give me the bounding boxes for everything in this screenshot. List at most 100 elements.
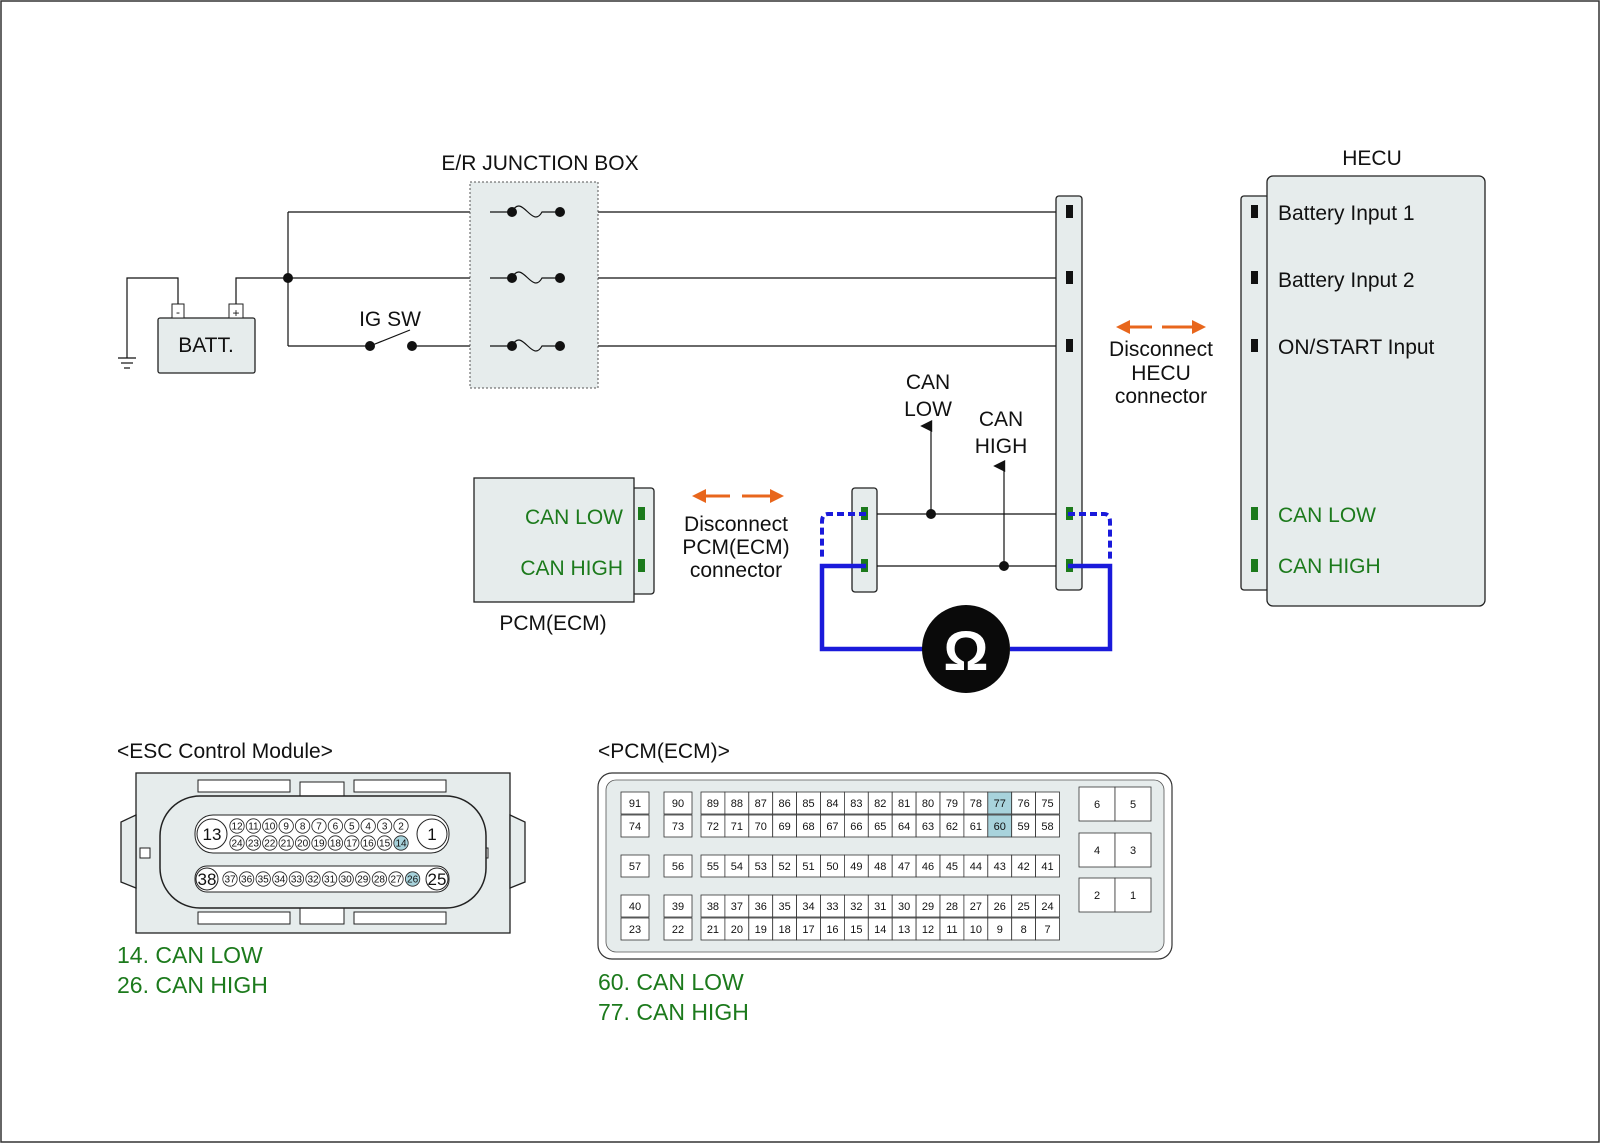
esc-title: <ESC Control Module> [117, 740, 333, 763]
pcm-pin-label-45: 45 [946, 861, 958, 873]
pcm-pin-label-6: 6 [1094, 799, 1100, 811]
pcm-pin-label-65: 65 [874, 821, 886, 833]
disconnect-hecu-arrow-icon [1116, 320, 1206, 334]
pcm-pin-label-51: 51 [802, 861, 814, 873]
pcm-pin-label-16: 16 [826, 924, 838, 936]
disconnect-hecu-text-1: Disconnect [1109, 338, 1213, 361]
pcm-pin-label-50: 50 [826, 861, 838, 873]
esc-pin-19 [311, 835, 327, 851]
pcm-pin-label-23: 23 [629, 924, 641, 936]
pcm-pin-label-48: 48 [874, 861, 886, 873]
esc-pin-28 [371, 871, 387, 887]
pcm-pin-label-75: 75 [1041, 798, 1053, 810]
esc-pin-label-8: 8 [300, 822, 306, 833]
pcm-pin-24 [1035, 894, 1060, 918]
pcm-pin-label-43: 43 [994, 861, 1006, 873]
esc-pin-label-11: 11 [248, 822, 259, 833]
disconnect-hecu-text-3: connector [1115, 385, 1207, 408]
pcm-pin-label-27: 27 [970, 901, 982, 913]
pcm-pin-label-32: 32 [850, 901, 862, 913]
pcm-pin-label-25: 25 [1018, 901, 1030, 913]
esc-pin-31 [321, 871, 338, 887]
esc-pin-label-2: 2 [398, 822, 404, 833]
esc-pin-label-13: 13 [203, 825, 222, 844]
pcm-pin-label-14: 14 [874, 924, 886, 936]
esc-pin-14 [393, 835, 409, 851]
pcm-pin-6 [1078, 786, 1116, 822]
pcm-pin-label-35: 35 [779, 901, 791, 913]
pcm-pin-label-41: 41 [1041, 861, 1053, 873]
esc-pin-7 [311, 818, 327, 834]
pcm-pin-label-70: 70 [755, 821, 767, 833]
disconnect-pcm-arrow-icon [692, 489, 784, 503]
pcm-pin-41 [1035, 854, 1060, 878]
esc-pin-36 [239, 871, 255, 887]
fuse-2 [490, 271, 565, 284]
pcm-pin-label-81: 81 [898, 798, 910, 810]
esc-pin-label-27: 27 [390, 875, 402, 886]
esc-pin-6 [327, 818, 343, 834]
pcm-pin-label-22: 22 [672, 924, 684, 936]
pcm-pin-label-80: 80 [922, 798, 934, 810]
esc-pin-label-19: 19 [313, 839, 325, 850]
pcm-pin-label-36: 36 [755, 901, 767, 913]
pcm-pin-23 [620, 917, 650, 941]
pcm-pin-label-78: 78 [970, 798, 982, 810]
pcm-pin-can-high: CAN HIGH [520, 557, 623, 580]
esc-pin-label-16: 16 [363, 839, 375, 850]
esc-pin-23 [245, 835, 261, 851]
esc-pin-label-28: 28 [374, 875, 386, 886]
esc-pin-label-7: 7 [316, 822, 322, 833]
esc-pin-label-32: 32 [307, 875, 319, 886]
esc-pin-label-4: 4 [365, 822, 371, 833]
pcm-pin-label-87: 87 [755, 798, 767, 810]
pcm-pin-label-77: 77 [994, 798, 1006, 810]
pcm-pin-label-66: 66 [850, 821, 862, 833]
esc-pin-label-34: 34 [274, 875, 286, 886]
esc-pin-21 [278, 835, 294, 851]
esc-pin-16 [360, 835, 376, 851]
disconnect-pcm-text-3: connector [690, 559, 782, 582]
esc-pin-label-10: 10 [264, 822, 276, 833]
esc-pin-22 [262, 835, 278, 851]
junction-box-title: E/R JUNCTION BOX [441, 152, 638, 175]
esc-pin-18 [327, 835, 343, 851]
can-low-label-2: LOW [904, 398, 952, 421]
pcm-pin-label-11: 11 [946, 924, 957, 936]
pcm-pin-91 [620, 791, 650, 815]
pcm-pin-label-39: 39 [672, 901, 684, 913]
can-high-label-2: HIGH [975, 435, 1028, 458]
pcm-pin-label-71: 71 [731, 821, 743, 833]
junction-box: E/R JUNCTION BOX [441, 152, 639, 389]
pcm-pin-label-67: 67 [826, 821, 838, 833]
pcm-pin-label-37: 37 [731, 901, 743, 913]
esc-legend-can-high: 26. CAN HIGH [117, 972, 268, 998]
pcm-pin-label-19: 19 [755, 924, 767, 936]
pcm-pin-57 [620, 854, 650, 878]
pcm-pin-label-9: 9 [997, 924, 1003, 936]
esc-pin-label-23: 23 [248, 839, 260, 850]
pcm-connector-title: <PCM(ECM)> [598, 740, 730, 763]
ohmmeter-leads [819, 512, 1113, 652]
pcm-pin-label-57: 57 [629, 861, 641, 873]
esc-pin-9 [278, 818, 294, 834]
pcm-module: CAN LOW CAN HIGH PCM(ECM) [473, 477, 655, 635]
esc-pin-10 [262, 818, 278, 834]
esc-pin-11 [245, 818, 261, 834]
pcm-pin-5 [1114, 786, 1152, 822]
pcm-pin-1 [1114, 877, 1152, 913]
pcm-pin-label-29: 29 [922, 901, 934, 913]
pcm-pin-label-26: 26 [994, 901, 1006, 913]
pcm-pin-label-59: 59 [1018, 821, 1030, 833]
esc-pin-label-12: 12 [231, 822, 243, 833]
esc-pin-label-17: 17 [346, 839, 358, 850]
pcm-pin-label-49: 49 [850, 861, 862, 873]
esc-pin-label-15: 15 [379, 839, 391, 850]
esc-pin-35 [255, 871, 271, 887]
battery-label: BATT. [178, 334, 234, 357]
pcm-pin-label-91: 91 [629, 798, 641, 810]
esc-pin-label-14: 14 [395, 839, 407, 850]
pcm-pin-label-17: 17 [802, 924, 814, 936]
pcm-pin-label-56: 56 [672, 861, 684, 873]
